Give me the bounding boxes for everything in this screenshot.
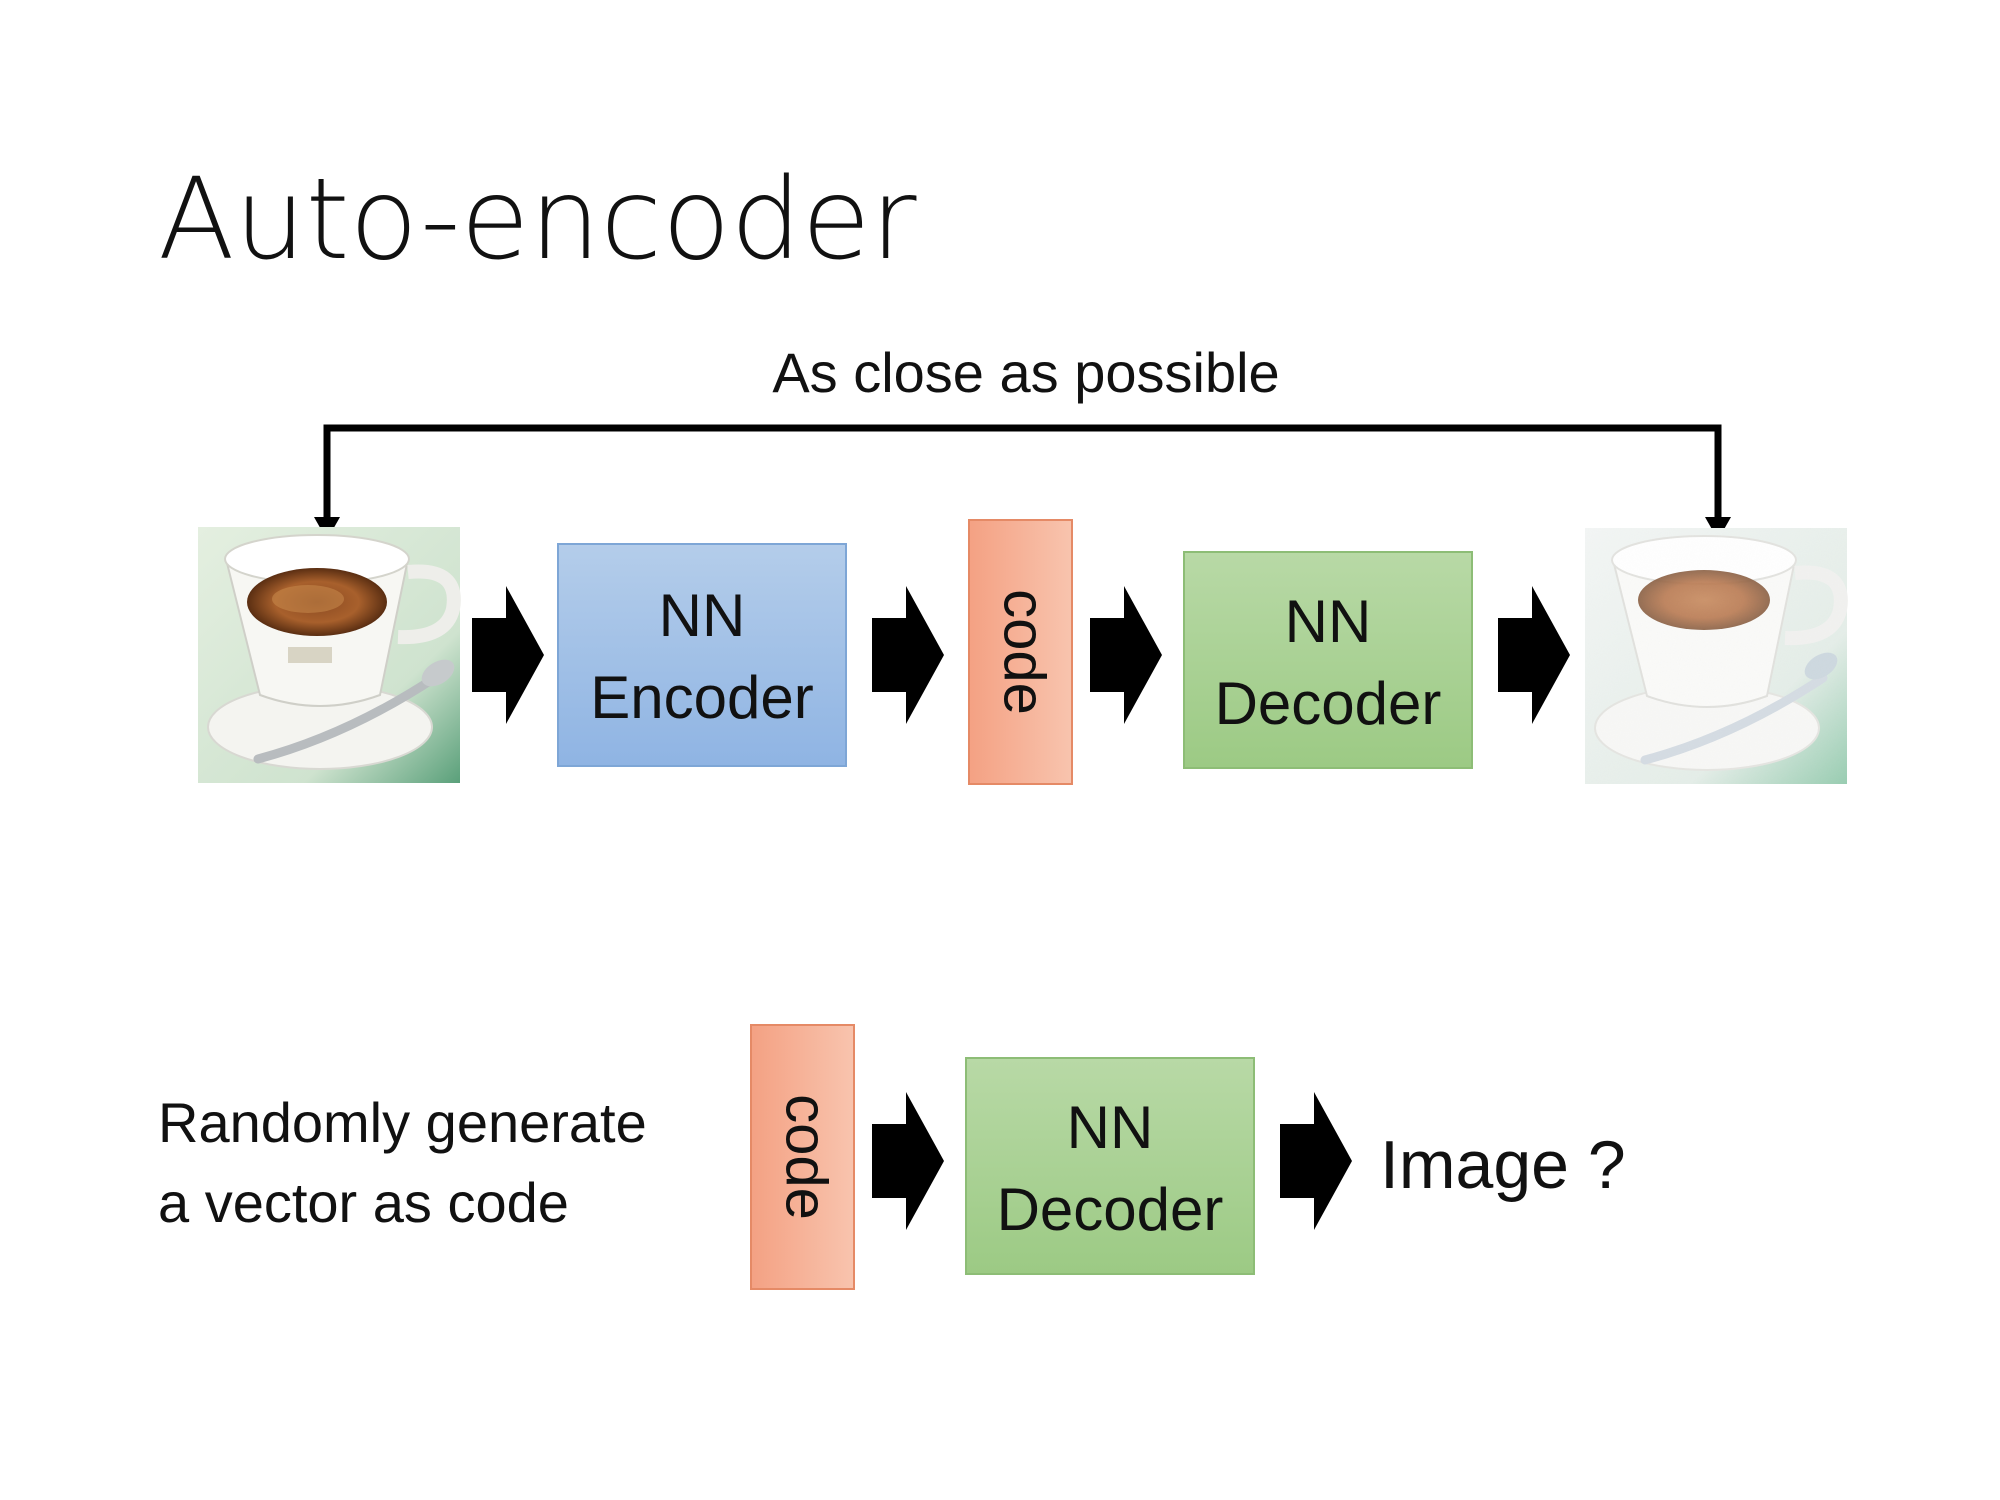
slide-title: Auto-encoder: [158, 155, 917, 285]
decoder-top-label-line1: NN: [1285, 588, 1372, 655]
closeness-caption: As close as possible: [772, 341, 1279, 404]
code-label-top: code: [992, 589, 1057, 715]
arrow-decoder-to-output: [1498, 586, 1570, 724]
random-note-line2: a vector as code: [158, 1171, 569, 1234]
decoder-bottom-label-line1: NN: [1067, 1094, 1154, 1161]
code-box-top: code: [968, 519, 1073, 785]
arrow-image-to-encoder: [472, 586, 544, 724]
input-image: [198, 527, 461, 783]
code-label-bottom: code: [774, 1094, 839, 1220]
output-image-question: Image ?: [1380, 1127, 1626, 1203]
output-image: [1585, 528, 1848, 784]
nn-decoder-box-bottom: NN Decoder: [965, 1057, 1255, 1275]
nn-encoder-box: NN Encoder: [557, 543, 847, 767]
code-box-bottom: code: [750, 1024, 855, 1290]
arrow-decoder-to-image-bottom: [1280, 1092, 1352, 1230]
nn-decoder-box-top: NN Decoder: [1183, 551, 1473, 769]
encoder-label-line1: NN: [659, 582, 746, 649]
arrow-code-to-decoder: [1090, 586, 1162, 724]
decoder-bottom-label-line2: Decoder: [997, 1176, 1224, 1243]
encoder-label-line2: Encoder: [590, 664, 813, 731]
arrow-encoder-to-code: [872, 586, 944, 724]
arrow-code-to-decoder-bottom: [872, 1092, 944, 1230]
decoder-top-label-line2: Decoder: [1215, 670, 1442, 737]
random-note-line1: Randomly generate: [158, 1091, 647, 1154]
